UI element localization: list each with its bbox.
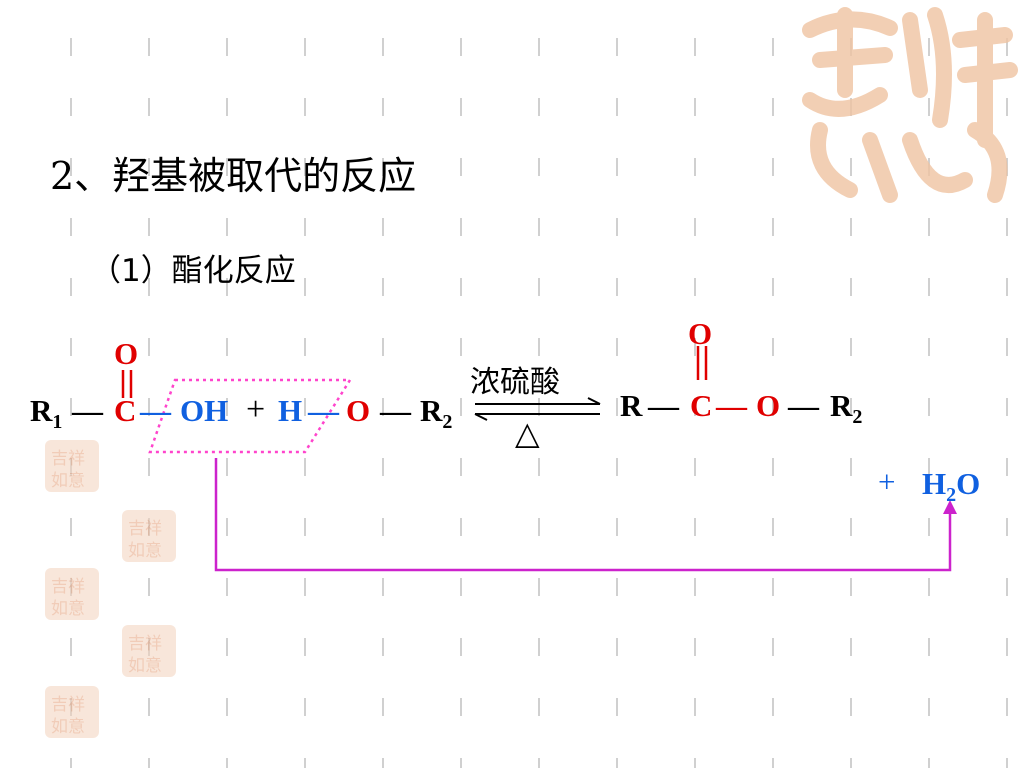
product-ester-oxygen: O: [756, 388, 781, 423]
r1-symbol: R: [30, 393, 53, 428]
subsection-heading: （1）酯化反应: [90, 253, 296, 289]
reactant-plus-sign: +: [246, 391, 266, 428]
product-bond-3: —: [788, 388, 819, 423]
seal-text-bottom: 如意: [51, 717, 85, 737]
alcohol-bond-2: —: [380, 393, 411, 428]
reactant-carbonyl-oxygen: O: [114, 336, 139, 371]
decorative-seal-1: 吉祥 如意: [45, 440, 99, 492]
decorative-seal-2: 吉祥 如意: [122, 510, 176, 562]
catalyst-label: 浓硫酸: [470, 365, 560, 400]
decorative-seal-large: [802, 7, 1018, 203]
water-molecule: H2O: [922, 466, 980, 507]
water-formation-arrow: [214, 458, 952, 572]
seal-text-bottom: 如意: [51, 599, 85, 619]
product-r-symbol: R: [620, 388, 643, 423]
seal-text-bottom: 如意: [128, 656, 162, 676]
product-r2-subscript: 2: [852, 406, 863, 429]
product-bond-1: —: [648, 388, 679, 423]
seal-text-bottom: 如意: [128, 541, 162, 561]
product-carbonyl-oxygen: O: [688, 316, 713, 351]
r1-subscript: 1: [52, 411, 63, 434]
water-formation-arrowhead: [943, 500, 957, 514]
reactant-r2-group: R2: [420, 393, 452, 434]
reactant-r1-group: R1: [30, 393, 62, 434]
water-hydrogen: H: [922, 466, 947, 501]
reactant-bond-1: —: [72, 393, 103, 428]
seal-text-top: 吉祥: [51, 695, 85, 715]
product-carbon: C: [690, 388, 713, 423]
decorative-seal-3: 吉祥 如意: [45, 568, 99, 620]
seal-text-top: 吉祥: [128, 634, 162, 654]
alcohol-oxygen: O: [346, 393, 371, 428]
alcohol-bond-1: —: [308, 393, 339, 428]
reactant-bond-2: —: [140, 393, 171, 428]
cleavage-highlight-box: [148, 378, 353, 454]
seal-text-top: 吉祥: [51, 577, 85, 597]
section-heading: 2、羟基被取代的反应: [50, 154, 417, 198]
reactant-carbon: C: [114, 393, 137, 428]
product-bond-2: —: [716, 388, 747, 423]
water-plus-sign: +: [878, 464, 896, 499]
decorative-seal-4: 吉祥 如意: [122, 625, 176, 677]
product-r2-symbol: R: [830, 388, 853, 423]
product-r2-group: R2: [830, 388, 862, 429]
seal-text-top: 吉祥: [128, 519, 162, 539]
alcohol-hydrogen: H: [278, 393, 303, 428]
r2-subscript: 2: [442, 411, 453, 434]
seal-text-bottom: 如意: [51, 471, 85, 491]
water-oxygen: O: [956, 466, 981, 501]
decorative-seal-5: 吉祥 如意: [45, 686, 99, 738]
seal-text-top: 吉祥: [51, 449, 85, 469]
hydroxyl-group: OH: [180, 393, 229, 428]
water-subscript: 2: [946, 484, 957, 507]
heat-symbol: △: [515, 414, 540, 452]
r2-symbol: R: [420, 393, 443, 428]
